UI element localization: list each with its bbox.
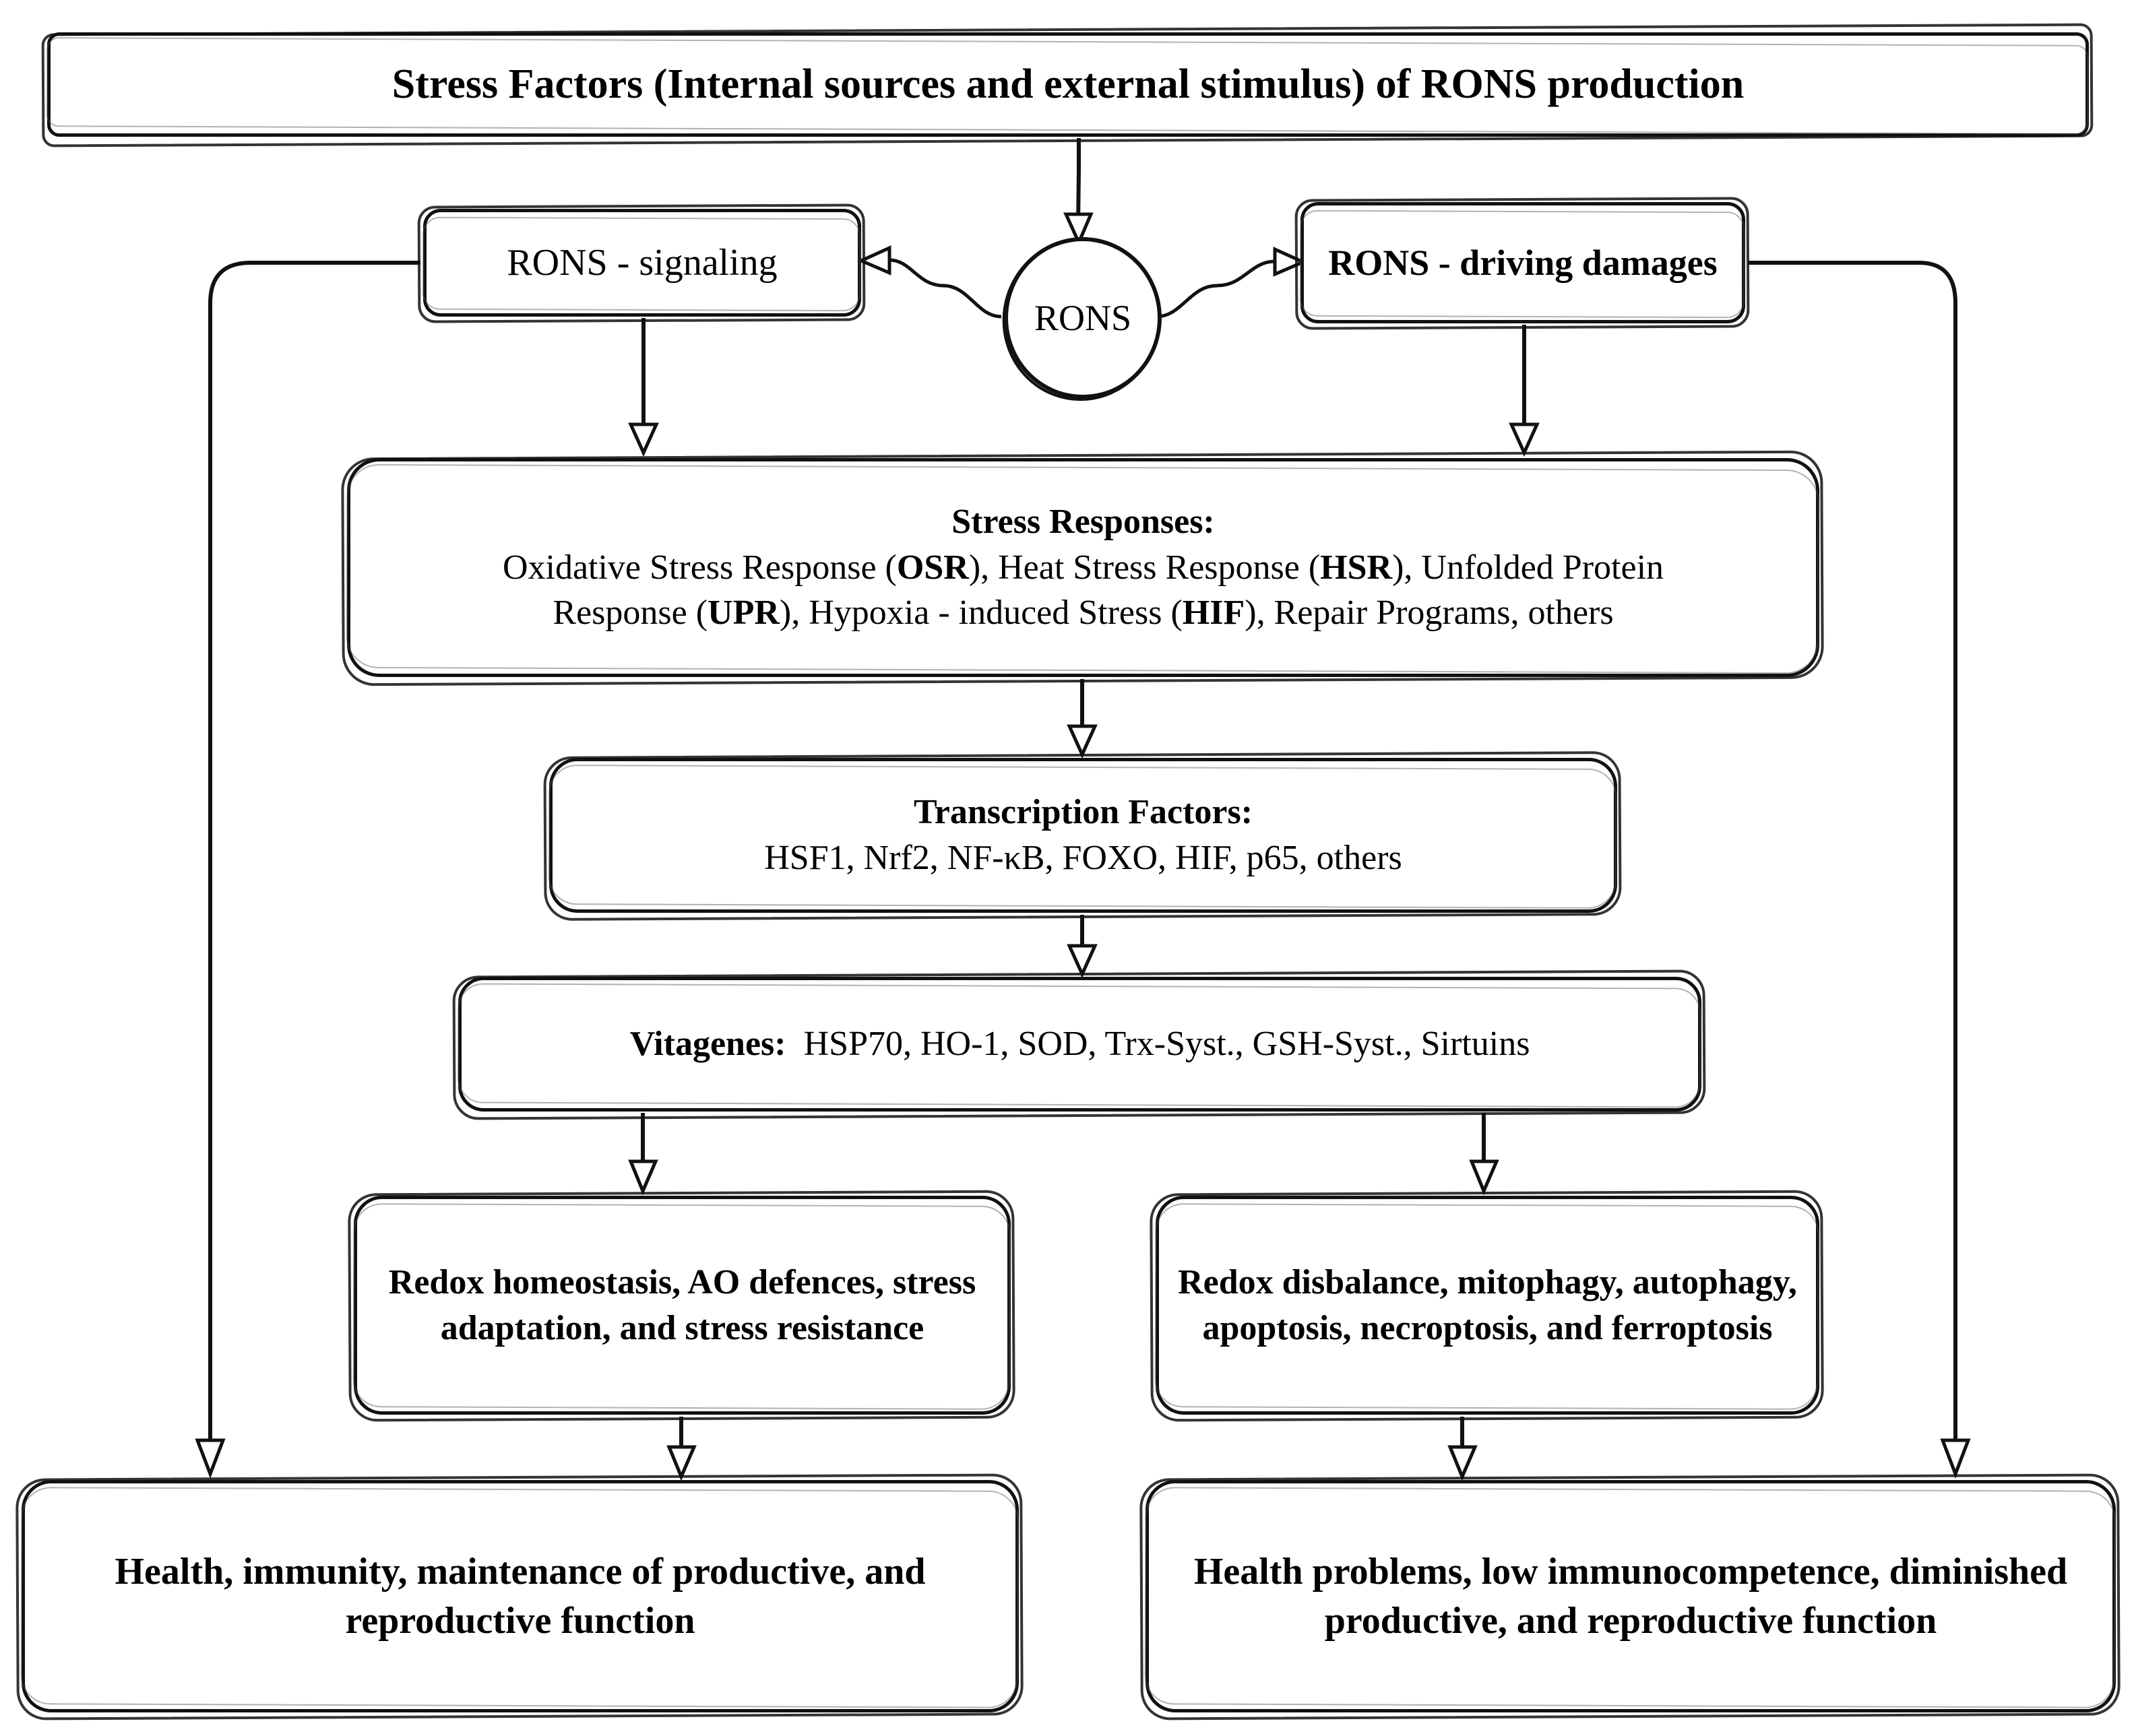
node-health-negative-outcome[interactable]: Health problems, low immunocompetence, d… — [1146, 1480, 2116, 1712]
arrowhead-transcription-to-vitagenes — [1067, 944, 1098, 979]
node-transcription-factors-list: HSF1, Nrf2, NF-κB, FOXO, HIF, p65, other… — [764, 839, 1402, 877]
node-stress-responses[interactable]: Stress Responses: Oxidative Stress Respo… — [347, 458, 1819, 677]
node-redox-homeostasis-label: Redox homeostasis, AO defences, stress a… — [388, 1262, 976, 1347]
node-transcription-factors-body: Transcription Factors: HSF1, Nrf2, NF-κB… — [553, 790, 1614, 880]
arrowhead-rons-to-signaling — [856, 245, 891, 276]
node-transcription-factors-heading: Transcription Factors: — [913, 793, 1253, 832]
arrowhead-rons-to-damages — [1273, 247, 1308, 277]
node-rons-driving-damages[interactable]: RONS - driving damages — [1300, 202, 1745, 323]
node-rons-hub-label: RONS — [1034, 298, 1132, 338]
node-redox-disbalance[interactable]: Redox disbalance, mitophagy, autophagy, … — [1156, 1196, 1819, 1415]
node-vitagenes-list-value: HSP70, HO-1, SOD, Trx-Syst., GSH-Syst., … — [803, 1025, 1530, 1064]
node-stress-responses-body: Stress Responses: Oxidative Stress Respo… — [350, 499, 1816, 636]
node-rons-signaling-label: RONS - signaling — [507, 241, 778, 284]
node-redox-homeostasis[interactable]: Redox homeostasis, AO defences, stress a… — [354, 1196, 1011, 1415]
node-health-positive-outcome-label: Health, immunity, maintenance of product… — [115, 1550, 926, 1642]
node-health-negative-outcome-label: Health problems, low immunocompetence, d… — [1193, 1550, 2068, 1642]
node-vitagenes-heading: Vitagenes: — [629, 1025, 786, 1064]
node-stress-responses-line1: Oxidative Stress Response (OSR), Heat St… — [502, 548, 1664, 587]
node-redox-disbalance-label: Redox disbalance, mitophagy, autophagy, … — [1178, 1262, 1797, 1347]
arrowhead-redoxgood-to-healthgood — [666, 1445, 697, 1481]
edge-rons-to-damages — [1156, 259, 1276, 319]
arrowhead-redoxbad-to-healthbad — [1447, 1445, 1478, 1481]
node-rons-signaling[interactable]: RONS - signaling — [423, 209, 861, 317]
node-stress-factors-label: Stress Factors (Internal sources and ext… — [391, 61, 1745, 108]
edge-rons-to-signaling — [889, 258, 1002, 319]
node-transcription-factors[interactable]: Transcription Factors: HSF1, Nrf2, NF-κB… — [549, 758, 1617, 913]
arrowhead-signaling-to-responses — [628, 422, 659, 457]
node-rons-hub[interactable]: RONS — [1004, 237, 1162, 399]
arrowhead-signaling-to-healthgood — [195, 1438, 226, 1479]
arrowhead-damages-to-healthbad — [1940, 1438, 1971, 1479]
arrowhead-vitagenes-to-redoxgood — [628, 1159, 658, 1196]
arrowhead-damages-to-responses — [1509, 422, 1540, 457]
arrowhead-responses-to-transcription — [1067, 724, 1098, 759]
node-rons-driving-damages-label: RONS - driving damages — [1328, 242, 1718, 283]
node-vitagenes-body: Vitagenes: HSP70, HO-1, SOD, Trx-Syst., … — [462, 1021, 1698, 1067]
edge-stressfactors-to-rons — [1076, 138, 1081, 227]
node-stress-responses-line2: Response (UPR), Hypoxia - induced Stress… — [553, 593, 1614, 633]
arrowhead-vitagenes-to-redoxbad — [1469, 1159, 1499, 1196]
node-stress-factors[interactable]: Stress Factors (Internal sources and ext… — [47, 32, 2089, 137]
node-vitagenes[interactable]: Vitagenes: HSP70, HO-1, SOD, Trx-Syst., … — [458, 977, 1701, 1112]
node-health-positive-outcome[interactable]: Health, immunity, maintenance of product… — [22, 1480, 1019, 1712]
node-stress-responses-heading: Stress Responses: — [951, 503, 1215, 542]
node-vitagenes-list — [795, 1025, 804, 1063]
